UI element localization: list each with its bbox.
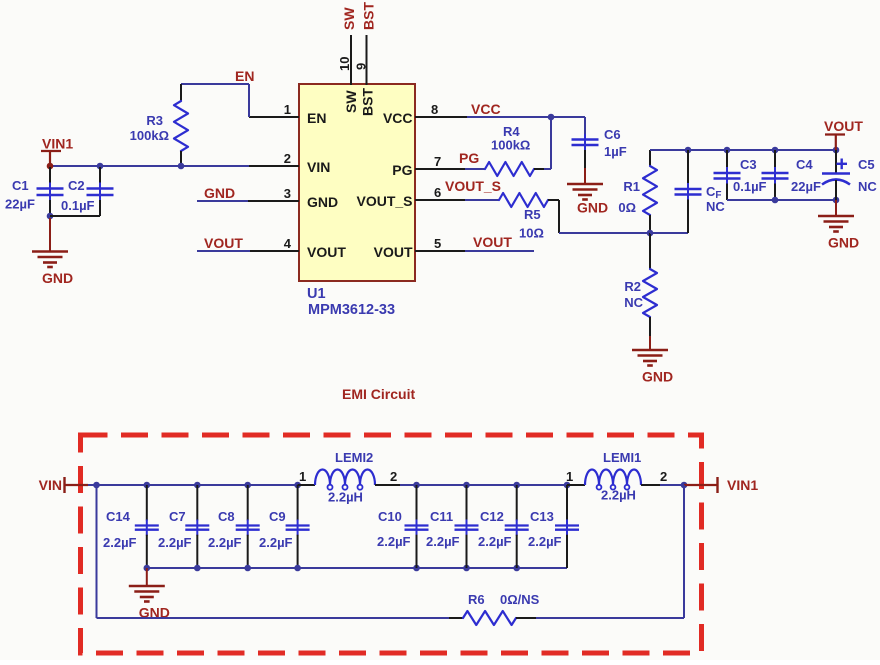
svg-text:2.2µF: 2.2µF xyxy=(208,535,242,550)
svg-text:VIN1: VIN1 xyxy=(727,477,758,493)
svg-text:VOUT: VOUT xyxy=(824,118,863,134)
svg-text:1: 1 xyxy=(566,469,573,484)
svg-text:VIN: VIN xyxy=(307,159,330,175)
svg-text:2.2µF: 2.2µF xyxy=(478,534,512,549)
svg-text:C1: C1 xyxy=(12,178,29,193)
svg-text:VCC: VCC xyxy=(383,110,413,126)
svg-text:R3: R3 xyxy=(146,113,163,128)
svg-text:C4: C4 xyxy=(796,157,813,172)
svg-text:VCC: VCC xyxy=(471,101,501,117)
svg-text:C5: C5 xyxy=(858,157,875,172)
svg-text:VOUT: VOUT xyxy=(374,244,413,260)
svg-text:0.1µF: 0.1µF xyxy=(733,179,767,194)
svg-text:100kΩ: 100kΩ xyxy=(491,138,530,153)
svg-text:BST: BST xyxy=(360,88,376,116)
svg-text:GND: GND xyxy=(204,185,235,201)
svg-text:C6: C6 xyxy=(604,127,621,142)
svg-text:R5: R5 xyxy=(524,207,541,222)
svg-text:GND: GND xyxy=(307,194,338,210)
svg-text:1: 1 xyxy=(299,469,306,484)
svg-text:6: 6 xyxy=(434,185,441,200)
svg-text:2.2µH: 2.2µH xyxy=(601,488,636,503)
svg-text:VIN1: VIN1 xyxy=(42,136,73,152)
svg-text:U1: U1 xyxy=(307,286,326,302)
svg-text:0Ω/NS: 0Ω/NS xyxy=(500,592,540,607)
svg-text:GND: GND xyxy=(828,235,859,251)
svg-text:1: 1 xyxy=(284,102,291,117)
svg-text:C14: C14 xyxy=(106,509,131,524)
svg-text:8: 8 xyxy=(431,102,438,117)
svg-text:VOUT_S: VOUT_S xyxy=(445,178,501,194)
svg-text:2.2µF: 2.2µF xyxy=(528,534,562,549)
svg-text:VOUT: VOUT xyxy=(204,235,243,251)
svg-text:R4: R4 xyxy=(503,124,520,139)
svg-text:1µF: 1µF xyxy=(604,144,627,159)
svg-text:EN: EN xyxy=(235,68,254,84)
svg-text:R1: R1 xyxy=(623,179,640,194)
svg-text:3: 3 xyxy=(284,186,291,201)
svg-text:2.2µF: 2.2µF xyxy=(259,535,293,550)
svg-text:7: 7 xyxy=(434,154,441,169)
svg-text:C2: C2 xyxy=(68,178,85,193)
svg-text:VOUT: VOUT xyxy=(473,234,512,250)
svg-text:LEMI1: LEMI1 xyxy=(603,450,641,465)
svg-text:EMI Circuit: EMI Circuit xyxy=(342,386,415,402)
svg-text:VOUT_S: VOUT_S xyxy=(356,193,412,209)
svg-text:C12: C12 xyxy=(480,509,504,524)
svg-text:PG: PG xyxy=(392,162,412,178)
svg-text:2.2µF: 2.2µF xyxy=(158,535,192,550)
svg-text:22µF: 22µF xyxy=(791,179,821,194)
svg-text:10: 10 xyxy=(337,57,352,71)
svg-text:22µF: 22µF xyxy=(5,197,35,212)
svg-text:R6: R6 xyxy=(468,592,485,607)
svg-text:MPM3612-33: MPM3612-33 xyxy=(308,302,395,318)
svg-text:2.2µF: 2.2µF xyxy=(377,534,411,549)
svg-text:0Ω: 0Ω xyxy=(618,200,636,215)
svg-text:2.2µH: 2.2µH xyxy=(328,490,363,505)
svg-text:C10: C10 xyxy=(378,509,402,524)
svg-text:GND: GND xyxy=(42,270,73,286)
svg-text:C3: C3 xyxy=(740,157,757,172)
svg-text:NC: NC xyxy=(624,295,643,310)
svg-text:PG: PG xyxy=(459,150,479,166)
svg-text:C11: C11 xyxy=(430,509,453,524)
svg-text:NC: NC xyxy=(858,179,877,194)
svg-text:2: 2 xyxy=(660,469,667,484)
svg-text:2: 2 xyxy=(284,151,291,166)
svg-text:10Ω: 10Ω xyxy=(519,226,544,241)
svg-text:C13: C13 xyxy=(530,509,554,524)
svg-text:C7: C7 xyxy=(169,509,186,524)
svg-text:2.2µF: 2.2µF xyxy=(103,535,137,550)
svg-text:SW: SW xyxy=(343,90,359,113)
svg-text:2: 2 xyxy=(390,469,397,484)
svg-text:0.1µF: 0.1µF xyxy=(61,198,95,213)
svg-text:5: 5 xyxy=(434,236,441,251)
svg-text:EN: EN xyxy=(307,110,326,126)
svg-text:9: 9 xyxy=(354,63,369,70)
svg-text:LEMI2: LEMI2 xyxy=(335,450,373,465)
svg-text:SW: SW xyxy=(341,7,357,30)
svg-text:C8: C8 xyxy=(218,509,235,524)
svg-text:VIN: VIN xyxy=(39,477,62,493)
svg-text:R2: R2 xyxy=(624,279,641,294)
svg-text:NC: NC xyxy=(706,199,725,214)
svg-text:GND: GND xyxy=(642,369,673,385)
svg-text:100kΩ: 100kΩ xyxy=(130,128,169,143)
svg-text:GND: GND xyxy=(139,605,170,621)
svg-text:BST: BST xyxy=(361,2,377,30)
svg-text:VOUT: VOUT xyxy=(307,244,346,260)
svg-text:GND: GND xyxy=(577,200,608,216)
svg-text:C9: C9 xyxy=(269,509,286,524)
svg-text:2.2µF: 2.2µF xyxy=(426,534,460,549)
svg-text:4: 4 xyxy=(284,236,292,251)
